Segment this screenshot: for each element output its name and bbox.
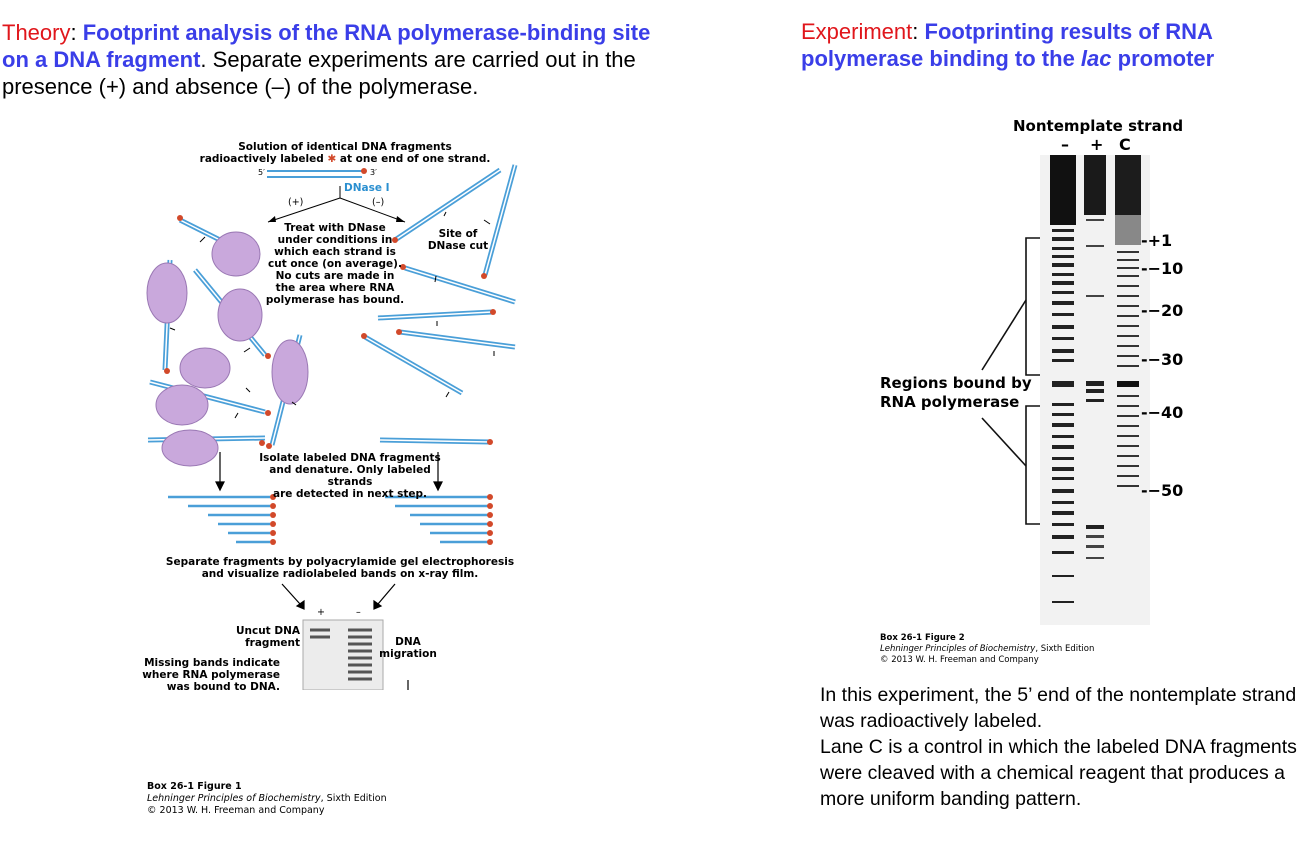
gel-bands <box>310 628 372 681</box>
marker-minus20: -−20 <box>1141 301 1184 320</box>
experiment-title: Footprinting results of RNA polymerase b… <box>801 19 1215 71</box>
cut-site-arrows <box>169 211 495 419</box>
dnase-label: DNase I <box>344 182 390 194</box>
schematic-gel <box>302 619 384 690</box>
theory-title: Footprint analysis of the RNA polymerase… <box>2 20 651 72</box>
minus-polymerase-label: (–) <box>372 197 385 208</box>
three-prime-label: 3′ <box>370 168 377 177</box>
note-labeling: In this experiment, the 5’ end of the no… <box>820 684 1297 732</box>
marker-minus30: -−30 <box>1141 350 1184 369</box>
star-icon: ✱ <box>327 153 337 165</box>
theory-label: Theory <box>2 20 71 45</box>
footprint-schematic <box>146 164 518 690</box>
bound-region-brackets <box>981 237 1040 525</box>
labeled-dna-duplex <box>267 168 367 178</box>
lane-minus-bands <box>1050 155 1076 603</box>
electrophoresis-step: Separate fragments by polyacrylamide gel… <box>165 556 515 580</box>
theory-heading: Theory: Footprint analysis of the RNA po… <box>2 20 651 99</box>
process-arrows <box>215 452 443 690</box>
step-labeling: Solution of identical DNA fragments radi… <box>199 141 491 165</box>
radiolabel-icon <box>361 168 367 174</box>
marker-minus50: -−50 <box>1141 481 1184 500</box>
plus-polymerase-label: (+) <box>288 197 304 208</box>
footprint-gel-image <box>1040 155 1150 625</box>
lane-control-bands <box>1115 155 1141 487</box>
radiolabel-markers <box>164 215 496 449</box>
five-prime-label: 5′ <box>258 168 265 177</box>
gel-plus-lane: + <box>317 607 325 618</box>
figure2-caption: Box 26-1 Figure 2 Lehninger Principles o… <box>880 633 1095 665</box>
marker-minus40: -−40 <box>1141 403 1184 422</box>
note-control-lane: Lane C is a control in which the labeled… <box>820 736 1297 810</box>
polymerase-bound-fragments <box>146 217 309 467</box>
lane-plus: + <box>1090 135 1104 154</box>
denatured-labeled-strands <box>168 495 488 544</box>
lane-minus: – <box>1061 135 1069 154</box>
gel-header: Nontemplate strand <box>1013 117 1184 135</box>
lane-control: C <box>1119 135 1131 154</box>
experiment-label: Experiment <box>801 19 913 44</box>
gel-minus-lane: – <box>356 607 361 618</box>
free-dna-fragments <box>363 164 518 445</box>
experiment-notes: In this experiment, the 5’ end of the no… <box>820 682 1300 812</box>
marker-plus1: -+1 <box>1141 231 1173 250</box>
experiment-heading: Experiment: Footprinting results of RNA … <box>801 19 1215 71</box>
theory-description: . Separate experiments are carried out i… <box>2 47 636 99</box>
lane-plus-bands <box>1084 155 1106 559</box>
figure1-caption: Box 26-1 Figure 1 Lehninger Principles o… <box>147 781 387 816</box>
marker-minus10: -−10 <box>1141 259 1184 278</box>
